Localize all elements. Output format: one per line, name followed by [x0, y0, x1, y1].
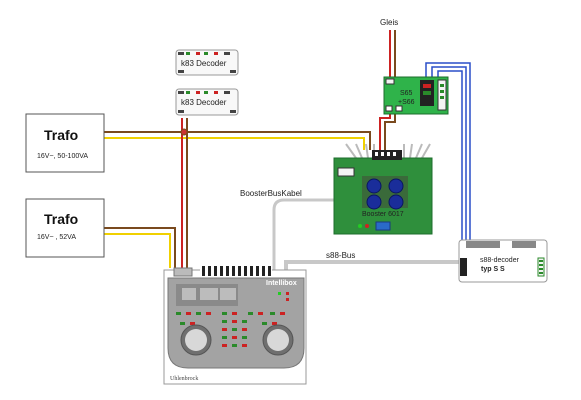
cable-s88-bus	[284, 260, 462, 270]
wire-blue-3	[437, 70, 463, 242]
booster: Booster 6017	[333, 143, 433, 235]
booster-label: Booster 6017	[362, 211, 404, 218]
s66-label: +S66	[398, 99, 415, 106]
booster-bus-label: BoosterBusKabel	[240, 189, 302, 198]
s88-decoder: s88-decoder typ S S	[458, 239, 548, 283]
trafo-1: Trafo 16V~, 50-100VA	[25, 113, 105, 173]
s88-bus-label: s88-Bus	[326, 251, 355, 260]
trafo-1-spec: 16V~, 50-100VA	[37, 153, 88, 160]
junction-dot	[180, 128, 188, 136]
booster-capacitor-1	[366, 178, 382, 194]
wire-gleis-brown	[384, 30, 396, 150]
booster-capacitor-3	[366, 194, 382, 210]
intellibox: Intellibox Uhlenbrock	[163, 266, 307, 385]
wire-trafo1-brown	[104, 131, 371, 150]
s65-s66-module: S65 +S66	[383, 76, 449, 115]
trafo-2-title: Trafo	[44, 211, 78, 227]
uhlenbrock-label: Uhlenbrock	[170, 376, 198, 382]
wires	[104, 30, 471, 270]
k83-decoder-1-label: k83 Decoder	[181, 59, 227, 68]
wire-trafo2-brown	[104, 227, 176, 268]
k83-decoder-2: k83 Decoder	[175, 88, 239, 116]
trafo-2-spec: 16V~ , 52VA	[37, 234, 76, 241]
s88-decoder-type: typ S S	[481, 266, 505, 273]
intellibox-keys	[176, 312, 285, 347]
booster-capacitor-2	[388, 178, 404, 194]
k83-decoder-1: k83 Decoder	[175, 49, 239, 76]
k83-decoder-2-label: k83 Decoder	[181, 98, 227, 107]
s65-label: S65	[400, 90, 413, 97]
wire-trafo1-yellow	[104, 137, 365, 150]
gleis-label: Gleis	[380, 18, 398, 27]
intellibox-label: Intellibox	[266, 280, 297, 287]
wire-gleis-red	[379, 30, 391, 150]
wire-blue-2	[431, 66, 467, 242]
trafo-1-title: Trafo	[44, 127, 78, 143]
s88-decoder-title: s88-decoder	[480, 257, 520, 264]
cable-booster-bus	[272, 198, 334, 270]
wire-blue-1	[425, 62, 471, 242]
booster-capacitor-4	[388, 194, 404, 210]
wire-trafo2-yellow	[104, 233, 171, 268]
trafo-2: Trafo 16V~ , 52VA	[25, 198, 105, 258]
